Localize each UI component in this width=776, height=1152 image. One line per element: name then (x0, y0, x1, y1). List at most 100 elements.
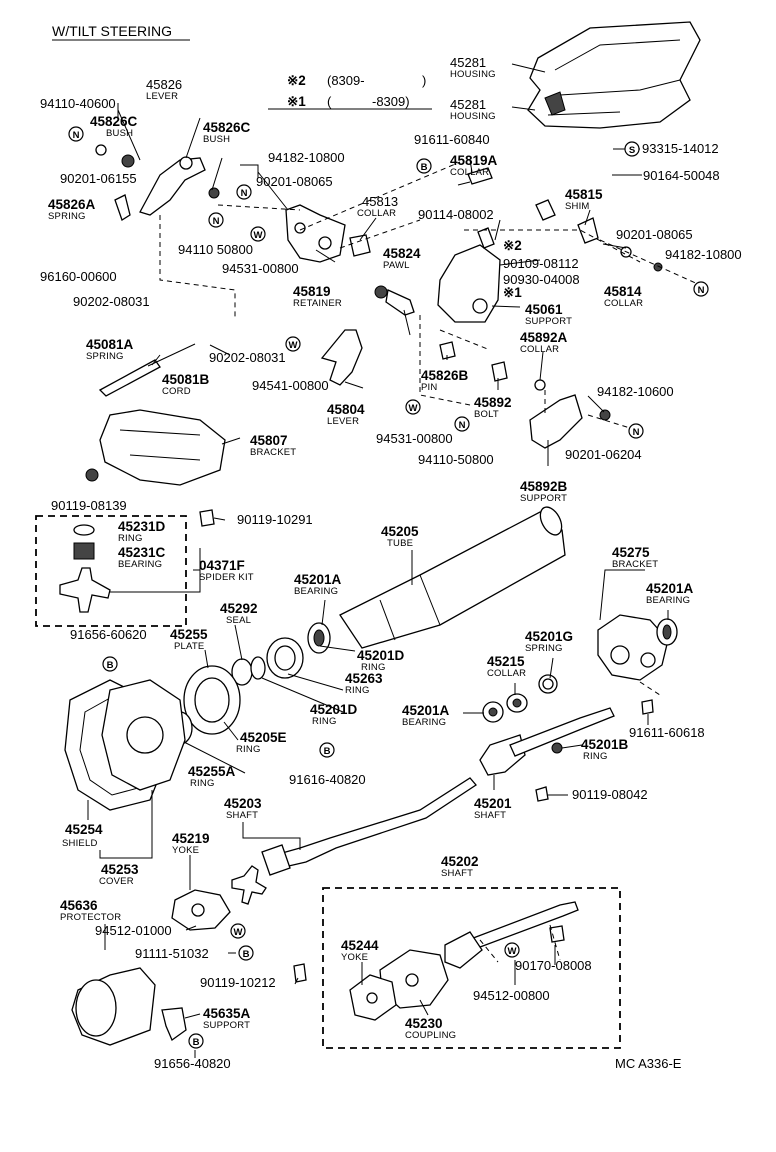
part-number: 45824 (383, 246, 421, 261)
symbol-b-circle (102, 656, 118, 672)
diagram-title: W/TILT STEERING (52, 23, 172, 39)
part-number: 90164-50048 (643, 168, 720, 183)
part-number: 91656-60620 (70, 627, 147, 642)
part-number: 90170-08008 (515, 958, 592, 973)
symbol-n: N (633, 427, 640, 438)
part-number: 45892A (520, 330, 568, 345)
part-number: 90930-04008 (503, 272, 580, 287)
part-number: 45826 (146, 77, 182, 92)
part-number: 94110-50800 (418, 452, 494, 467)
legend-range-2: (8309- (327, 73, 365, 88)
part-number: 45263 (345, 671, 383, 686)
part-number: 90201-06155 (60, 171, 137, 186)
part-name: YOKE (172, 845, 199, 856)
bolt-90119b-drawing (199, 509, 215, 527)
lever-45804-drawing (320, 329, 363, 386)
shaft-45202-box (322, 887, 621, 1049)
part-name: SUPPORT (203, 1020, 250, 1031)
part-name: BEARING (118, 559, 162, 570)
part-number: 45201D (310, 702, 358, 717)
symbol-mark-2: ※2 (503, 238, 522, 253)
part-number: 45255A (188, 764, 236, 779)
part-number: 94512-01000 (95, 923, 172, 938)
part-number: 90119-10212 (200, 975, 276, 990)
part-number: 45201D (357, 648, 405, 663)
part-number: 45807 (250, 433, 288, 448)
part-number: 91611-60618 (629, 725, 705, 740)
part-labels: 45281 HOUSING 45281 HOUSING 93315-14012 … (40, 55, 742, 1071)
legend-open-1: ( (327, 94, 332, 109)
part-number: 94110-40600 (40, 96, 116, 111)
lever-45826-drawing (139, 156, 206, 216)
symbol-b: B (243, 949, 250, 960)
part-number: 45804 (327, 402, 365, 417)
symbol-b: B (193, 1037, 200, 1048)
part-name: PLATE (174, 641, 204, 652)
symbol-w-circle (405, 399, 421, 415)
part-name: SUPPORT (525, 316, 572, 327)
part-name: SPIDER KIT (199, 572, 254, 583)
part-number: 45281 (450, 55, 486, 70)
part-name: BRACKET (250, 447, 296, 458)
part-number: 45201A (294, 572, 342, 587)
part-number: 45826C (203, 120, 251, 135)
part-name: LEVER (146, 91, 178, 102)
part-number: 91111-51032 (135, 946, 209, 961)
symbol-n-circle (68, 126, 84, 142)
bracket-45807-drawing (99, 409, 226, 486)
dashed-lines (159, 161, 701, 963)
symbol-n-circle (454, 416, 470, 432)
part-number: 45231C (118, 545, 166, 560)
symbol-n-circle (628, 423, 644, 439)
symbol-s-circle (624, 141, 640, 157)
part-number: 90114-08002 (418, 207, 494, 222)
part-number: 45230 (405, 1016, 443, 1031)
ring-45201b-drawing (551, 742, 563, 754)
legend-close-2: ) (422, 73, 426, 88)
part-number: 93315-14012 (642, 141, 719, 156)
part-number: 45815 (565, 187, 603, 202)
spider-kit-drawing (59, 524, 111, 613)
part-name: COLLAR (487, 668, 526, 679)
part-name: BRACKET (612, 559, 658, 570)
part-name: TUBE (387, 538, 413, 549)
part-number: 90119-08139 (51, 498, 127, 513)
protector-45636-drawing (71, 967, 156, 1046)
symbol-w: W (234, 927, 243, 938)
part-number: 45892 (474, 395, 512, 410)
symbol-b: B (324, 746, 331, 757)
part-number: 45814 (604, 284, 642, 299)
part-name: SPRING (86, 351, 124, 362)
washer-drawing (121, 154, 135, 168)
part-number: 45201G (525, 629, 573, 644)
part-name: PAWL (383, 260, 410, 271)
part-number: 45201 (474, 796, 512, 811)
part-number: 94182-10800 (665, 247, 742, 262)
symbol-n: N (241, 188, 248, 199)
bush-45826c-drawing (95, 144, 107, 156)
collar-45819a-drawing (467, 167, 493, 185)
part-number: 45826A (48, 197, 96, 212)
part-number: 45219 (172, 831, 210, 846)
part-name: SHIM (565, 201, 590, 212)
part-name: BUSH (106, 128, 133, 139)
part-name: BEARING (294, 586, 338, 597)
shaft-45203-drawing (261, 777, 477, 876)
spider-drawing (231, 865, 267, 905)
part-name: HOUSING (450, 69, 496, 80)
ring-45201d2-drawing (250, 656, 266, 680)
part-number: 45255 (170, 627, 208, 642)
part-number: 45826B (421, 368, 469, 383)
part-name: SEAL (226, 615, 251, 626)
legend-range-1: -8309) (372, 94, 410, 109)
part-number: 45231D (118, 519, 166, 534)
part-number: 45061 (525, 302, 563, 317)
part-number: 45636 (60, 898, 98, 913)
symbol-n: N (459, 420, 466, 431)
part-number: 45081A (86, 337, 134, 352)
part-name: COLLAR (604, 298, 643, 309)
part-number: 90201-06204 (565, 447, 642, 462)
part-name: BEARING (402, 717, 446, 728)
part-number: 94531-00800 (376, 431, 453, 446)
